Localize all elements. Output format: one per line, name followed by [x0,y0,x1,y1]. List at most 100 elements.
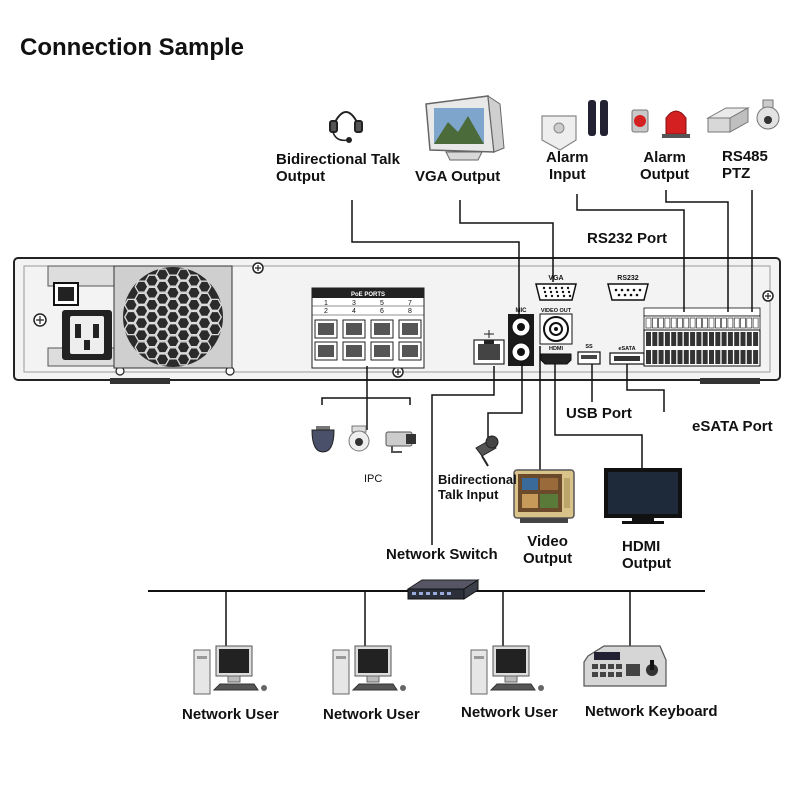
video-out-label: VIDEO OUT [541,308,572,314]
network-port [473,330,505,365]
hdmi-output-label: HDMI Output [622,538,672,572]
mic-out-jack [511,317,531,337]
terminal-screw [646,332,651,346]
screw-icon [762,290,774,302]
esata-port-label: eSATA Port [692,418,773,435]
terminal-screw [677,332,683,346]
rs232-pin [629,293,633,297]
terminal-label-cell [752,317,759,329]
terminal-label-cell [645,317,652,329]
rs232-port: RS232 [607,275,649,301]
desktop-computer-icon [470,645,544,695]
terminal-label-cell [746,317,753,329]
terminal-screw [696,332,702,346]
terminal-screw [715,332,721,346]
terminal-screw [709,332,714,346]
network-switch-label: Network Switch [386,546,498,563]
fan-grille [113,265,233,369]
poe-port-socket [402,323,418,335]
network-keyboard-label: Network Keyboard [585,703,718,720]
vga-pin [555,290,559,294]
poe-port-number: 4 [352,308,356,315]
mic-block: MIC [508,308,534,366]
terminal-screw [683,350,689,364]
terminal-label-cell [677,317,683,329]
ipc-label: IPC [364,473,383,485]
terminal-label-cell [740,317,746,329]
terminal-label-cell [670,317,677,329]
rs232-panel-label: RS232 [617,275,639,282]
rs232-pin [617,293,621,297]
poe-port-socket [346,345,362,357]
rs232-pin [632,288,636,292]
vga-pin [567,290,571,294]
bidirectional-talk-input-label: Bidirectional Talk Input [438,472,517,502]
vga-pin [561,290,565,294]
terminal-label-cell [727,317,734,329]
vga-pin [543,290,547,294]
beam-sensor-icon [588,100,608,136]
vga-pin [548,286,552,290]
terminal-screw [690,350,696,364]
terminal-screw [671,332,677,346]
ipc-branch [321,397,411,405]
rs232-pin [614,288,618,292]
desktop-computer-icon [193,645,267,695]
terminal-screw [664,332,670,346]
screw-icon [252,262,264,274]
microphone-icon [475,435,499,467]
terminal-label-cell [696,317,702,329]
dome-camera-icon [311,426,335,453]
mic-in-jack [511,342,531,362]
usb-ss-label: SS [585,344,593,350]
alarm-input-label: Alarm Input [546,149,589,183]
bullet-camera-icon [385,431,416,453]
rs232-port-label: RS232 Port [587,230,668,247]
hdmi-port: HDMI [540,346,572,365]
flat-tv-icon [604,468,682,524]
terminal-screw [696,350,702,364]
terminal-screw [746,332,752,346]
terminal-label-cell [733,317,740,329]
terminal-label-cell [721,317,727,329]
vga-pin [549,290,553,294]
esata-line [626,364,665,412]
vga-pin [550,294,554,298]
poe-port-number: 7 [408,300,412,307]
ptz-ipc-icon [348,425,370,452]
terminal-label-cell [708,317,715,329]
talk-input-line [487,362,523,438]
terminal-screw [646,350,651,364]
alarm-output-line [665,190,729,312]
crt-tv-icon [513,469,575,523]
terminal-screw [715,350,721,364]
decoder-box-icon [706,107,750,133]
terminal-screw [727,332,733,346]
screw-icon [33,313,47,327]
terminal-screw [658,332,664,346]
mic-label: MIC [516,308,528,314]
terminal-screw [740,350,746,364]
page-title: Connection Sample [20,34,245,61]
poe-port-number: 3 [352,300,356,307]
terminal-screw [671,350,677,364]
terminal-label-cell [683,317,690,329]
motion-sensor-icon [541,115,577,151]
terminal-screw [709,350,714,364]
vga-pin [556,294,560,298]
poe-port-socket [346,323,362,335]
ptz-camera-icon [756,99,780,130]
esata-panel-label: eSATA [618,346,635,352]
poe-port-number: 6 [380,308,384,315]
vga-pin [560,286,564,290]
terminal-label-cell [651,317,658,329]
terminal-screw [677,350,683,364]
vga-pin [566,286,570,290]
poe-port-number: 1 [324,300,328,307]
poe-ports-label: PoE PORTS [351,292,385,298]
poe-port-number: 5 [380,300,384,307]
headset-icon [329,111,363,143]
terminal-screw [753,332,759,346]
